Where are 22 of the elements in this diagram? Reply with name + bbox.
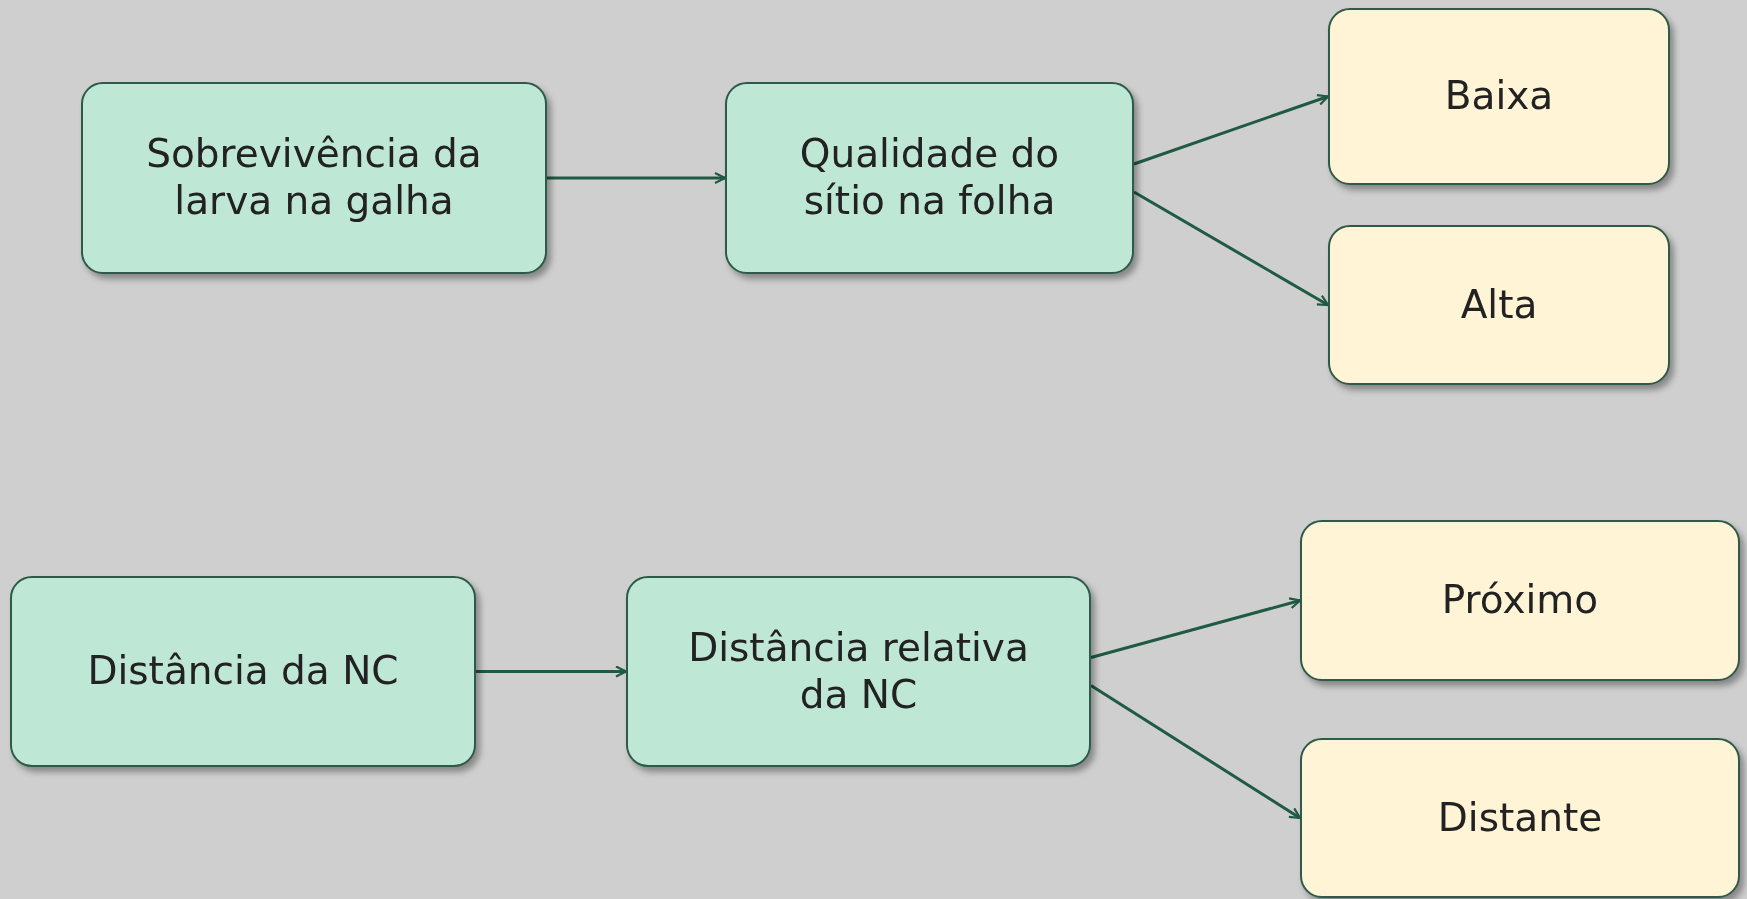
category-box <box>1300 520 1740 681</box>
arrow <box>547 171 727 185</box>
arrow <box>1133 190 1330 307</box>
category-box <box>1300 738 1740 898</box>
node-label: Alta <box>1460 281 1538 329</box>
node-label: Distância relativa da NC <box>687 624 1030 719</box>
category-box <box>1328 8 1670 185</box>
node-label: Próximo <box>1441 577 1599 624</box>
node-label: Sobrevivência da larva na galha <box>145 131 483 225</box>
arrow <box>476 665 628 678</box>
process-box <box>81 82 547 274</box>
node-label: Distância da NC <box>87 648 399 695</box>
category-box <box>1328 225 1670 385</box>
arrow <box>1090 597 1302 659</box>
process-box <box>10 576 476 767</box>
arrow <box>1133 93 1330 166</box>
arrow <box>1090 684 1302 820</box>
node-label: Baixa <box>1444 73 1554 120</box>
node-label: Distante <box>1437 794 1603 842</box>
node-label: Qualidade do sítio na folha <box>798 131 1061 225</box>
process-box <box>725 82 1134 274</box>
process-box <box>626 576 1091 767</box>
